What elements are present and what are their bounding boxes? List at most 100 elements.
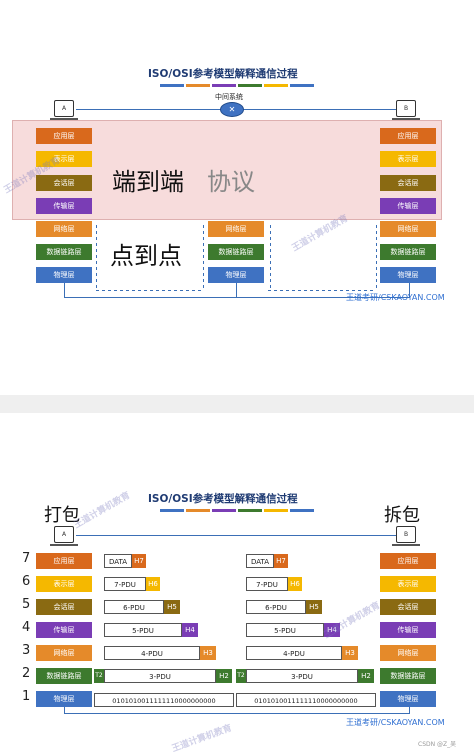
host-a-icon: A — [54, 526, 74, 543]
host-b-base — [392, 118, 420, 120]
unpack-label: 拆包 — [384, 505, 420, 526]
connector — [64, 283, 65, 297]
layer-network: 网络层 — [36, 645, 92, 661]
logo-watermark: 王道计算机教育 — [170, 723, 234, 754]
protocol-label: 协议 — [207, 168, 255, 196]
trailer-t2: T2 — [236, 669, 246, 683]
header-h3: H3 — [200, 646, 216, 660]
dashed-line — [96, 290, 204, 291]
logo-watermark: 王道计算机教育 — [72, 490, 133, 531]
layer-number: 3 — [22, 643, 31, 658]
title-stripe — [238, 509, 262, 512]
diagram-title: ISO/OSI参考模型解释通信过程 — [148, 68, 298, 80]
watermark: 王道考研/CSKAOYAN.COM — [346, 718, 445, 727]
header-h2: H2 — [358, 669, 374, 683]
layer-application: 应用层 — [36, 553, 92, 569]
layer-session: 会话层 — [36, 599, 92, 615]
host-b-icon: B — [396, 526, 416, 543]
header-h6: H6 — [146, 577, 160, 591]
title-stripe — [186, 509, 210, 512]
header-h3: H3 — [342, 646, 358, 660]
title-stripe — [160, 509, 184, 512]
layer-application: 应用层 — [36, 128, 92, 144]
layer-physical: 物理层 — [380, 691, 436, 707]
layer-datalink: 数据链路层 — [36, 668, 92, 684]
layer-application: 应用层 — [380, 128, 436, 144]
layer-application: 应用层 — [380, 553, 436, 569]
pack-label: 打包 — [44, 505, 80, 526]
layer-number: 6 — [22, 574, 31, 589]
layer-session: 会话层 — [380, 175, 436, 191]
layer-number: 5 — [22, 597, 31, 612]
layer-transport: 传输层 — [380, 198, 436, 214]
end-to-end-label: 端到端 — [112, 168, 184, 196]
layer-network: 网络层 — [36, 221, 92, 237]
layer-network: 网络层 — [380, 645, 436, 661]
title-stripe — [290, 84, 314, 87]
pdu-7: 7-PDU — [104, 577, 146, 591]
title-stripe — [186, 84, 210, 87]
pdu-4: 4-PDU — [246, 646, 342, 660]
layer-number: 7 — [22, 551, 31, 566]
connector — [64, 713, 410, 714]
host-b-base — [392, 544, 420, 546]
layer-presentation: 表示层 — [36, 151, 92, 167]
layer-datalink: 数据链路层 — [380, 668, 436, 684]
layer-session: 会话层 — [380, 599, 436, 615]
layer-transport: 传输层 — [36, 622, 92, 638]
dashed-line — [268, 290, 376, 291]
pdu-6: 6-PDU — [104, 600, 164, 614]
pdu-4: 4-PDU — [104, 646, 200, 660]
header-h5: H5 — [306, 600, 322, 614]
host-a-base — [50, 544, 78, 546]
pdu-5: 5-PDU — [246, 623, 324, 637]
header-h7: H7 — [132, 554, 146, 568]
header-h7: H7 — [274, 554, 288, 568]
layer-session: 会话层 — [36, 175, 92, 191]
dashed-line — [203, 225, 204, 290]
layer-datalink: 数据链路层 — [380, 244, 436, 260]
layer-presentation: 表示层 — [380, 151, 436, 167]
pdu-5: 5-PDU — [104, 623, 182, 637]
layer-transport: 传输层 — [380, 622, 436, 638]
credit: CSDN @Z_吴 — [418, 741, 457, 748]
watermark: 王道考研/CSKAOYAN.COM — [346, 293, 445, 302]
layer-physical: 物理层 — [36, 267, 92, 283]
header-h6: H6 — [288, 577, 302, 591]
trailer-t2: T2 — [94, 669, 104, 683]
middle-system-label: 中间系统 — [215, 93, 243, 101]
layer-number: 2 — [22, 666, 31, 681]
layer-physical: 物理层 — [208, 267, 264, 283]
layer-datalink: 数据链路层 — [36, 244, 92, 260]
pdu-3: 3-PDU — [104, 669, 216, 683]
diagram-bottom: ISO/OSI参考模型解释通信过程 打包 拆包 A B 7 6 5 4 3 2 … — [0, 413, 474, 754]
layer-datalink: 数据链路层 — [208, 244, 264, 260]
router-icon: ✕ — [220, 102, 244, 117]
header-h2: H2 — [216, 669, 232, 683]
title-stripe — [264, 509, 288, 512]
diagram-top: ISO/OSI参考模型解释通信过程 A B ✕ 中间系统 应用层 表示层 会话层… — [2, 68, 445, 302]
logo-watermark: 王道计算机教育 — [322, 600, 383, 641]
connector — [64, 707, 65, 713]
host-a-icon: A — [54, 100, 74, 117]
connector — [409, 707, 410, 713]
bitstream: 0101010011111110000000000 — [236, 693, 376, 707]
title-stripe — [212, 84, 236, 87]
dashed-line — [270, 225, 271, 290]
section-divider — [0, 395, 474, 413]
layer-network: 网络层 — [208, 221, 264, 237]
title-stripe — [264, 84, 288, 87]
pdu-7: 7-PDU — [246, 577, 288, 591]
point-to-point-label: 点到点 — [110, 242, 182, 270]
connector — [236, 283, 237, 297]
pdu-data: DATA — [104, 554, 132, 568]
title-stripe — [238, 84, 262, 87]
layer-network: 网络层 — [380, 221, 436, 237]
header-h4: H4 — [182, 623, 198, 637]
link-line — [76, 535, 396, 536]
layer-presentation: 表示层 — [36, 576, 92, 592]
host-a-base — [50, 118, 78, 120]
layer-number: 1 — [22, 689, 31, 704]
layer-presentation: 表示层 — [380, 576, 436, 592]
title-stripe — [160, 84, 184, 87]
